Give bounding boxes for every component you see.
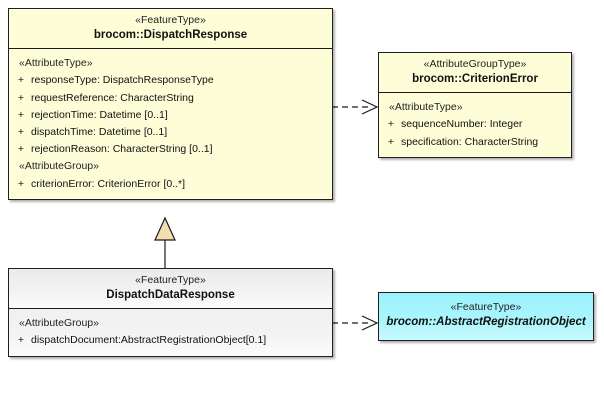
- attribute-text: rejectionReason: CharacterString [0..1]: [31, 143, 213, 156]
- visibility-marker: +: [17, 177, 25, 190]
- attribute-group-label: «AttributeGroup»: [19, 317, 99, 330]
- class-name: brocom::AbstractRegistrationObject: [386, 316, 586, 329]
- attribute-text: responseType: DispatchResponseType: [31, 74, 214, 87]
- class-header-abstract-registration-object: «FeatureType» brocom::AbstractRegistrati…: [379, 293, 593, 341]
- class-stereotype: «FeatureType»: [450, 301, 522, 313]
- attribute-group-label: «AttributeGroup»: [19, 160, 99, 173]
- attribute-row[interactable]: + dispatchDocument:AbstractRegistrationO…: [11, 332, 330, 349]
- class-header-criterion-error: «AttributeGroupType» brocom::CriterionEr…: [379, 53, 571, 93]
- class-header-dispatch-response: «FeatureType» brocom::DispatchResponse: [9, 9, 332, 49]
- attribute-row[interactable]: + criterionError: CriterionError [0..*]: [11, 176, 330, 193]
- attribute-text: dispatchTime: Datetime [0..1]: [31, 126, 168, 139]
- attribute-text: dispatchDocument:AbstractRegistrationObj…: [31, 334, 267, 347]
- class-name: brocom::CriterionError: [412, 73, 538, 86]
- class-box-dispatch-data-response[interactable]: «FeatureType» DispatchDataResponse «Attr…: [8, 268, 333, 357]
- attribute-text: rejectionTime: Datetime [0..1]: [31, 108, 168, 121]
- visibility-marker: +: [387, 118, 395, 131]
- visibility-marker: +: [387, 135, 395, 148]
- attribute-row[interactable]: + specification: CharacterString: [381, 134, 569, 151]
- dependency-dispatchdataresponse-abstractregistrationobject: [332, 315, 379, 331]
- class-attributes-dispatch-data-response: «AttributeGroup» + dispatchDocument:Abst…: [9, 308, 332, 356]
- attribute-group-label: «AttributeType»: [19, 57, 93, 70]
- attribute-text: requestReference: CharacterString: [31, 91, 194, 104]
- class-attributes-dispatch-response: «AttributeType» + responseType: Dispatch…: [9, 48, 332, 199]
- class-box-dispatch-response[interactable]: «FeatureType» brocom::DispatchResponse «…: [8, 8, 333, 200]
- attribute-row[interactable]: + dispatchTime: Datetime [0..1]: [11, 124, 330, 141]
- visibility-marker: +: [17, 108, 25, 121]
- visibility-marker: +: [17, 334, 25, 347]
- class-attributes-criterion-error: «AttributeType» + sequenceNumber: Intege…: [379, 92, 571, 157]
- visibility-marker: +: [17, 91, 25, 104]
- attribute-row[interactable]: + responseType: DispatchResponseType: [11, 72, 330, 89]
- visibility-marker: +: [17, 143, 25, 156]
- dependency-dispatchresponse-criterionerror: [332, 99, 379, 115]
- attribute-text: sequenceNumber: Integer: [401, 118, 523, 131]
- class-stereotype: «FeatureType»: [135, 14, 206, 26]
- class-name: DispatchDataResponse: [106, 289, 235, 302]
- class-box-criterion-error[interactable]: «AttributeGroupType» brocom::CriterionEr…: [378, 52, 572, 158]
- class-box-abstract-registration-object[interactable]: «FeatureType» brocom::AbstractRegistrati…: [378, 292, 594, 342]
- attribute-text: criterionError: CriterionError [0..*]: [31, 177, 186, 190]
- attribute-text: specification: CharacterString: [401, 135, 539, 148]
- visibility-marker: +: [17, 126, 25, 139]
- attribute-group-label: «AttributeType»: [389, 101, 463, 114]
- generalization-dispatchdataresponse-dispatchresponse: [154, 216, 176, 268]
- class-stereotype: «AttributeGroupType»: [423, 58, 527, 70]
- class-stereotype: «FeatureType»: [135, 274, 206, 286]
- class-name: brocom::DispatchResponse: [93, 29, 248, 42]
- attribute-row[interactable]: + rejectionTime: Datetime [0..1]: [11, 107, 330, 124]
- visibility-marker: +: [17, 74, 25, 87]
- attribute-row[interactable]: + rejectionReason: CharacterString [0..1…: [11, 141, 330, 158]
- attribute-row[interactable]: + requestReference: CharacterString: [11, 90, 330, 107]
- attribute-row[interactable]: + sequenceNumber: Integer: [381, 116, 569, 133]
- class-header-dispatch-data-response: «FeatureType» DispatchDataResponse: [9, 269, 332, 309]
